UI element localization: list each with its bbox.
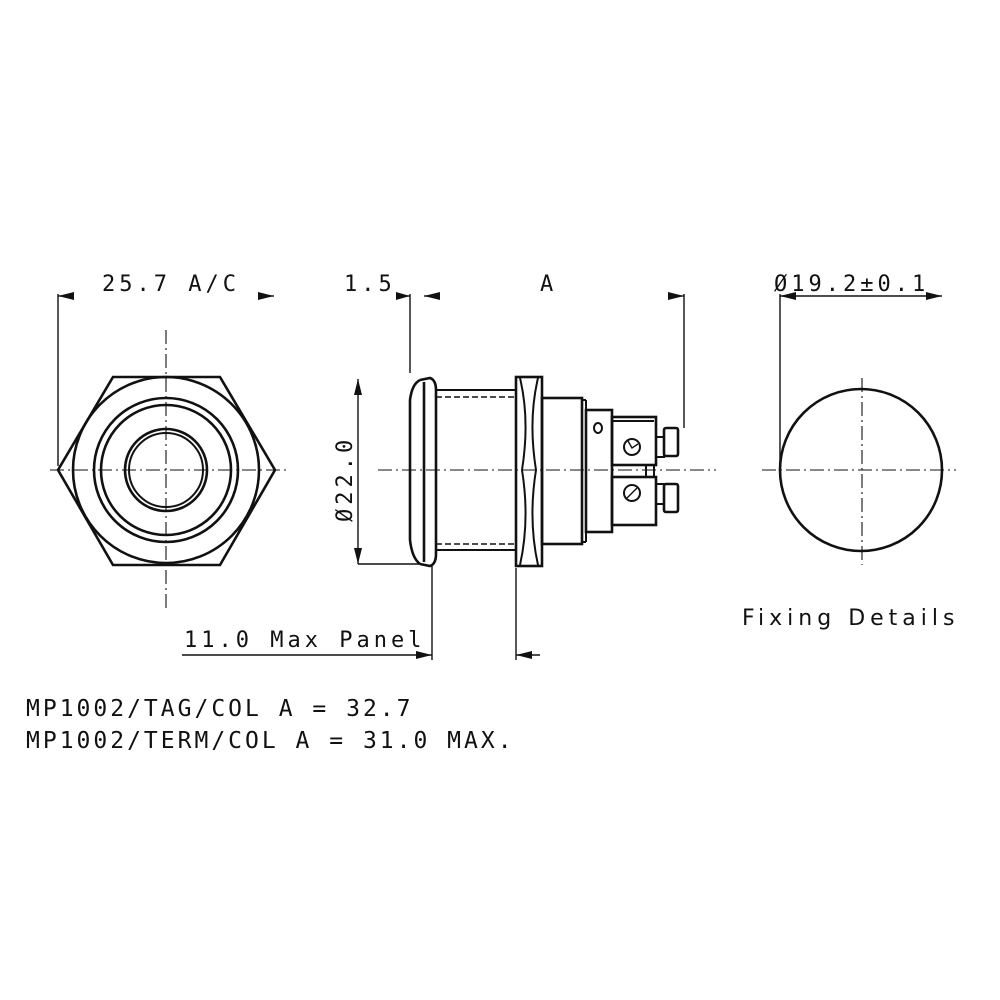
- dimension-across-corners: 25.7 A/C: [57, 272, 274, 466]
- bezel-ring-2: [92, 396, 240, 544]
- dim-a: A: [540, 272, 557, 297]
- dim-hole-19-2: Ø19.2±0.1: [774, 272, 929, 297]
- note-term-col: MP1002/TERM/COL A = 31.0 MAX.: [26, 728, 515, 754]
- panel-hole-circle: [778, 387, 944, 553]
- button-outer: [123, 427, 209, 513]
- notes: MP1002/TAG/COL A = 32.7 MP1002/TERM/COL …: [26, 696, 515, 754]
- dim-1-5: 1.5: [344, 272, 396, 297]
- screw-small-icon: [593, 422, 603, 434]
- fixing-details-caption: Fixing Details: [742, 606, 959, 631]
- side-view: 1.5 A Ø22.0: [182, 272, 716, 660]
- nut-side: [514, 375, 544, 568]
- dim-diameter-22: Ø22.0: [333, 436, 358, 522]
- dim-max-panel: 11.0 Max Panel: [184, 628, 425, 653]
- terminal-base: [584, 408, 614, 534]
- button-inner: [128, 432, 204, 508]
- bezel-front: [419, 376, 438, 568]
- bezel-ring-3: [99, 403, 233, 537]
- dimension-max-panel: 11.0 Max Panel: [182, 566, 540, 660]
- bezel-outer-ring: [71, 375, 261, 565]
- terminal-lower: [610, 475, 680, 527]
- note-tag-col: MP1002/TAG/COL A = 32.7: [26, 696, 414, 722]
- dimension-diameter-22: Ø22.0: [333, 379, 420, 565]
- fixing-details-view: Ø19.2±0.1 Fixing Details: [742, 272, 959, 631]
- dimension-hole-diameter: Ø19.2±0.1: [774, 272, 942, 470]
- bezel-profile: [408, 378, 421, 566]
- hex-nut-outline: [56, 375, 277, 567]
- rear-housing: [540, 396, 584, 546]
- terminal-upper: [610, 415, 680, 467]
- terminal-screw-icon: [623, 438, 641, 456]
- dimension-bezel-thickness: 1.5: [344, 272, 440, 373]
- terminal-screw-icon: [623, 484, 641, 502]
- dimension-a: A: [540, 272, 685, 428]
- front-view: 25.7 A/C: [50, 272, 290, 608]
- dim-25-7-ac: 25.7 A/C: [102, 272, 240, 297]
